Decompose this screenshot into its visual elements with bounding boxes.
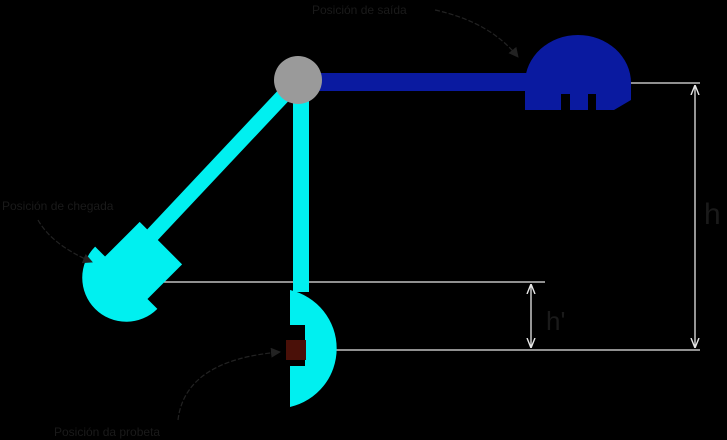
label-height-h: h (704, 198, 721, 231)
pendulum-arm-start (310, 73, 535, 91)
pendulum-arm-specimen (293, 92, 309, 292)
pendulum-hammer-arrival (82, 221, 183, 322)
label-specimen-position: Posición da probeta (54, 425, 160, 439)
pendulum-specimen (290, 92, 337, 407)
pendulum-arrival (82, 74, 304, 322)
pivot (274, 56, 322, 104)
arrow-specimen-position (177, 347, 281, 421)
pendulum-hammer-specimen (290, 290, 337, 407)
pendulum-hammer-start (525, 35, 631, 110)
pendulum-start (310, 35, 631, 110)
label-start-position: Posición de saída (312, 3, 407, 17)
specimen (286, 340, 306, 360)
label-arrival-position: Posición de chegada (2, 199, 114, 213)
pendulum-arm-arrival (134, 74, 304, 254)
arrow-start-position (434, 9, 519, 58)
label-height-h-prime: h' (546, 306, 565, 336)
arrow-arrival-position (37, 219, 93, 264)
